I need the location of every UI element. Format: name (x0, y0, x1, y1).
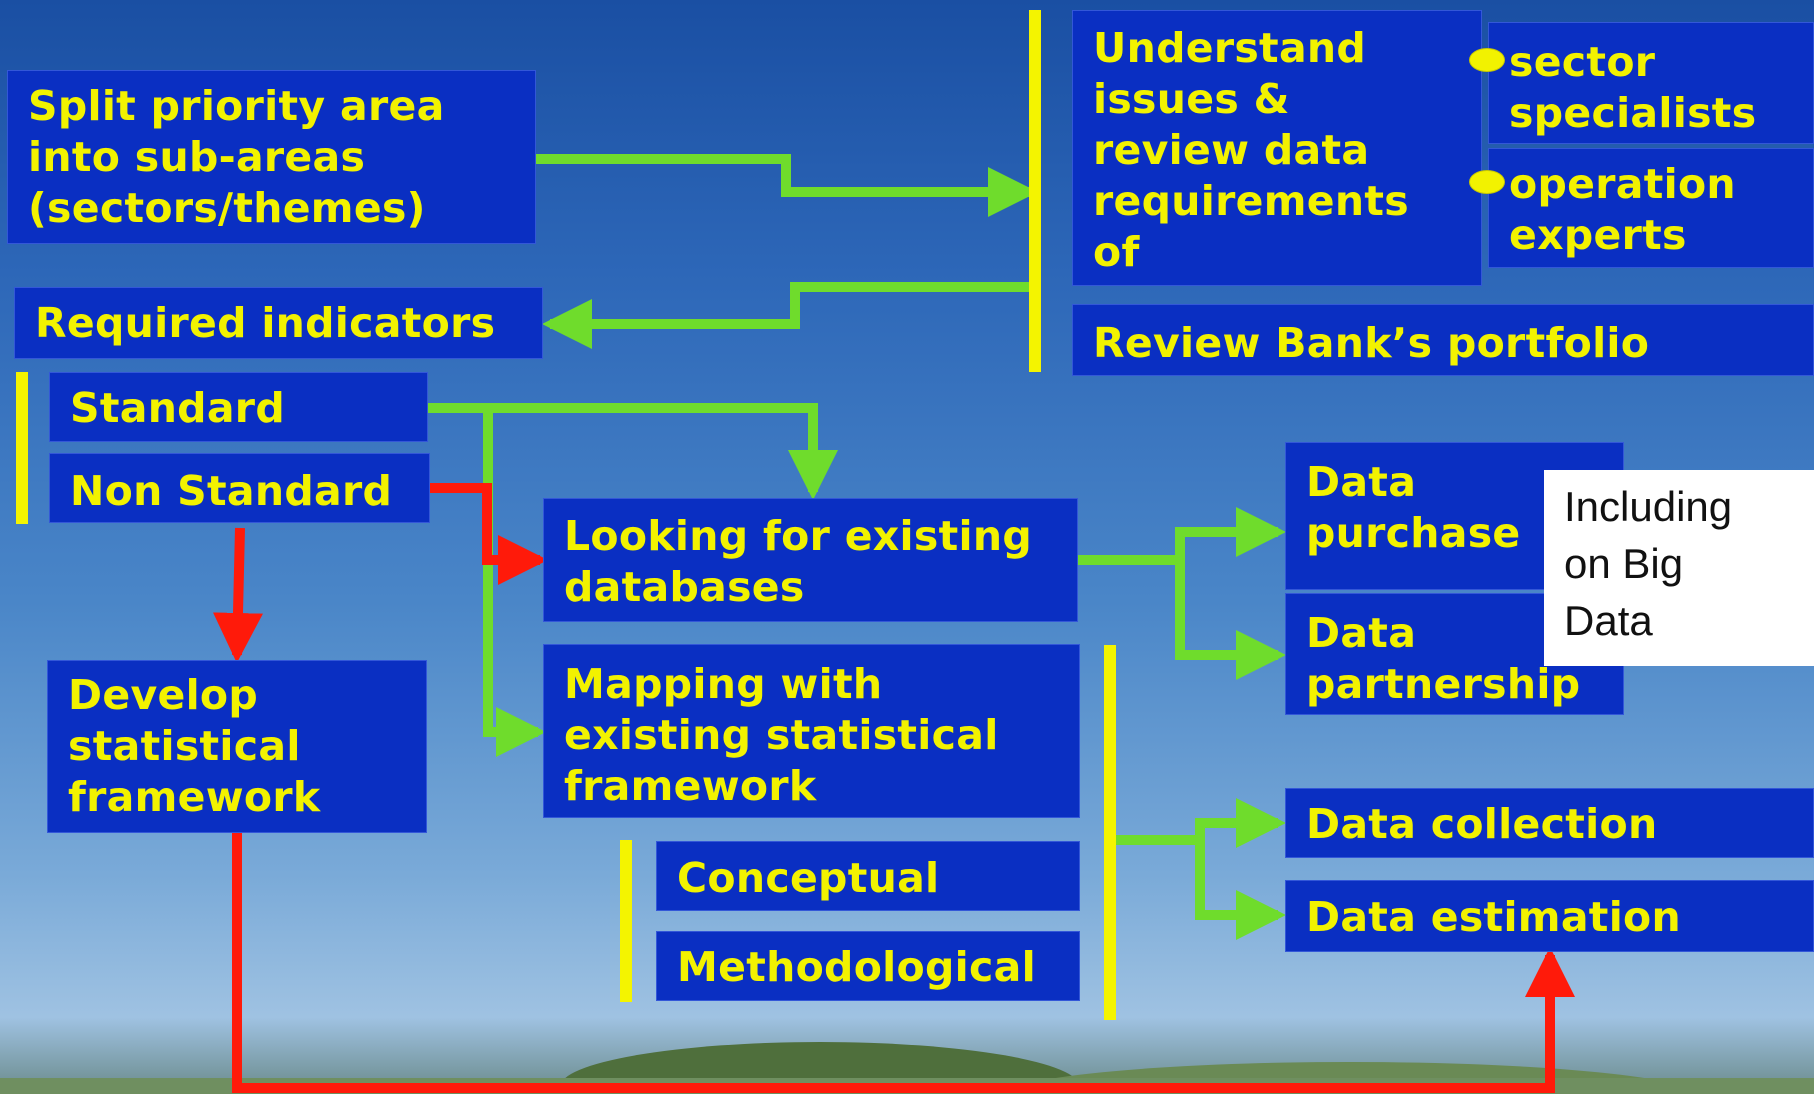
box-non-standard: Non Standard (49, 453, 430, 523)
arrow-looking-to-partnership (1175, 560, 1287, 680)
box-looking-for-databases: Looking for existing databases (543, 498, 1078, 622)
box-sector-specialists: sector specialists (1488, 22, 1814, 144)
arrow-develop-to-estimation (232, 833, 1575, 1093)
box-methodological: Methodological (656, 931, 1080, 1001)
box-review-portfolio: Review Bank’s portfolio (1072, 304, 1814, 376)
box-mapping-framework: Mapping with existing statistical framew… (543, 644, 1080, 818)
box-standard: Standard (49, 372, 428, 442)
arrow-standard-to-mapping (483, 408, 547, 757)
arrow-to-data-estimation (1195, 840, 1287, 940)
arrow-to-required-indicators (541, 282, 1036, 349)
box-required-indicators: Required indicators (14, 287, 543, 359)
box-develop-statistical-framework: Develop statistical framework (47, 660, 427, 833)
yellow-bar (16, 372, 28, 524)
yellow-bar (1104, 645, 1116, 1020)
box-data-estimation: Data estimation (1285, 880, 1814, 952)
box-understand-issues: Understand issues & review data requirem… (1072, 10, 1482, 286)
arrow-to-data-collection (1110, 798, 1287, 848)
note-big-data: Including on Big Data (1544, 470, 1814, 666)
box-operation-experts: operation experts (1488, 148, 1814, 268)
arrow-nonstandard-to-looking (430, 483, 549, 585)
box-split-priority-area: Split priority area into sub-areas (sect… (7, 70, 536, 244)
box-conceptual: Conceptual (656, 841, 1080, 911)
bullet-icon (1469, 48, 1505, 72)
arrow-nonstandard-to-develop (212, 527, 263, 663)
bullet-icon (1469, 170, 1505, 194)
arrow-looking-to-purchase (1077, 507, 1287, 565)
box-data-collection: Data collection (1285, 788, 1814, 858)
arrow-split-to-understand (536, 154, 1039, 217)
yellow-bar (620, 840, 632, 1002)
yellow-bar (1029, 10, 1041, 372)
arrow-standard-to-looking (428, 403, 838, 501)
